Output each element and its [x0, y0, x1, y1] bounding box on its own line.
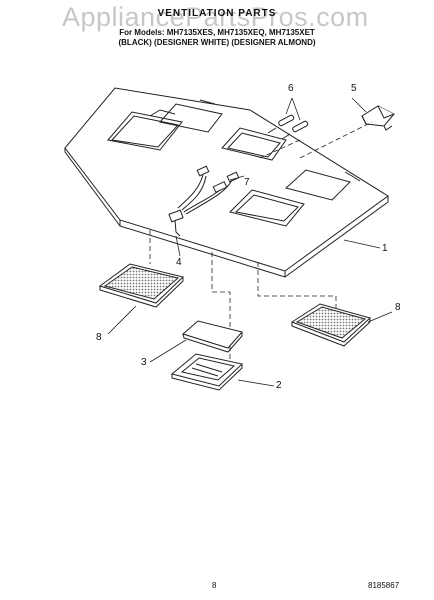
- watermark: AppliancePartsPros.com: [62, 2, 369, 32]
- screws: [267, 114, 309, 140]
- color-list: (BLACK) (DESIGNER WHITE) (DESIGNER ALMON…: [118, 38, 316, 47]
- mounting-plate: [64, 87, 389, 278]
- light-frame: [170, 353, 244, 391]
- grease-filter-left: [98, 263, 185, 308]
- light-lens: [181, 320, 243, 353]
- assembly-guide-lines: [149, 121, 373, 360]
- callout-7: 7: [244, 177, 250, 188]
- page-number: 8: [212, 581, 217, 590]
- callout-8-left: 8: [96, 332, 102, 343]
- callout-leaders: [107, 97, 393, 387]
- damper-bracket: [361, 105, 395, 131]
- callout-4: 4: [176, 257, 182, 268]
- wiring-harness: [168, 165, 240, 237]
- callout-1: 1: [382, 243, 388, 254]
- diagram-title: VENTILATION PARTS: [157, 8, 277, 19]
- model-list: For Models: MH7135XES, MH7135XEQ, MH7135…: [119, 28, 315, 37]
- grease-filter-right: [290, 303, 371, 347]
- callout-2: 2: [276, 380, 282, 391]
- callout-3: 3: [141, 357, 147, 368]
- callout-5: 5: [351, 83, 357, 94]
- callout-6: 6: [288, 83, 294, 94]
- callout-8-right: 8: [395, 302, 401, 313]
- document-number: 8185867: [368, 581, 400, 590]
